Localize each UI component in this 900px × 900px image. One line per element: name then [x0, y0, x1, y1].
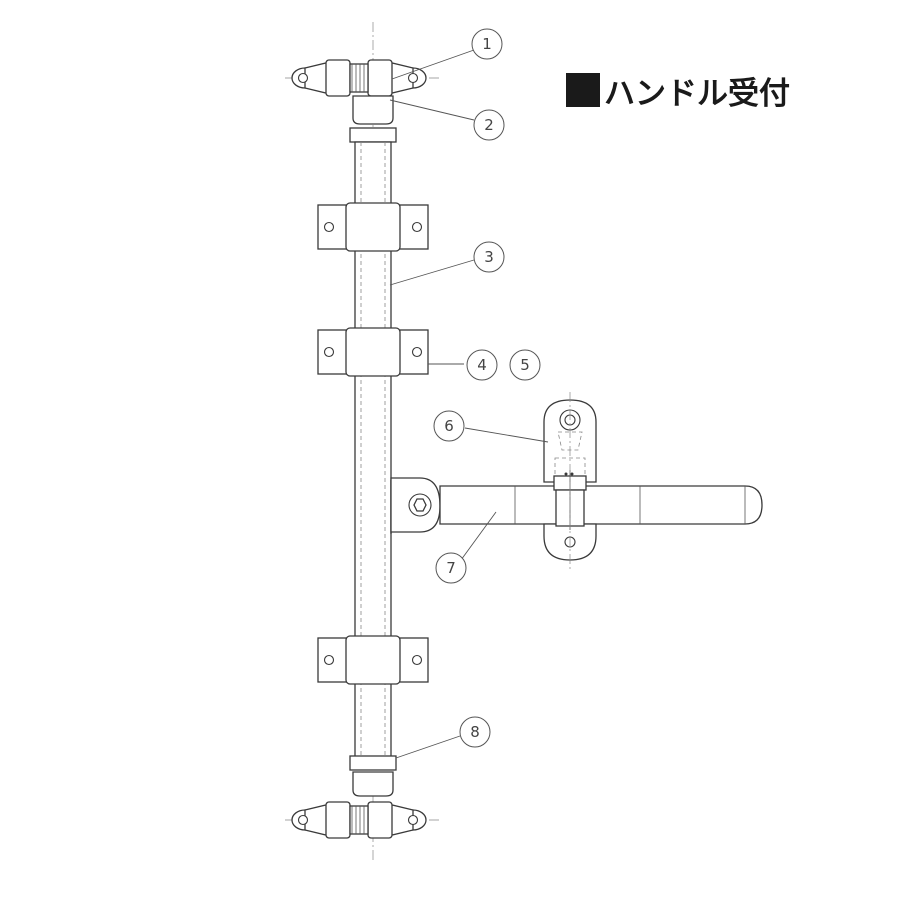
- diagram-title: ハンドル受付: [566, 68, 790, 112]
- callout-2: 2: [473, 109, 505, 141]
- svg-text:2: 2: [484, 116, 494, 134]
- callout-5: 5: [509, 349, 541, 381]
- handle-receiver: [543, 392, 597, 572]
- callout-1: 1: [471, 28, 503, 60]
- handle: [390, 477, 763, 534]
- leader-7: [460, 511, 497, 561]
- leader-6: [464, 427, 549, 443]
- svg-text:5: 5: [520, 356, 530, 374]
- square-bullet-icon: [566, 73, 600, 107]
- callout-7: 7: [435, 552, 467, 584]
- callout-4: 4: [466, 349, 498, 381]
- svg-text:3: 3: [484, 248, 494, 266]
- leader-2: [389, 99, 475, 121]
- svg-text:6: 6: [444, 417, 454, 435]
- callout-6: 6: [433, 410, 465, 442]
- callout-8: 8: [459, 716, 491, 748]
- leader-3: [389, 259, 475, 286]
- rod-guide-middle: [317, 327, 429, 377]
- bottom-rod-bracket: [291, 755, 427, 839]
- leader-1: [391, 49, 475, 80]
- svg-text:7: 7: [446, 559, 456, 577]
- svg-text:8: 8: [470, 723, 480, 741]
- top-rod-bracket: [291, 59, 427, 143]
- rod-guide-upper: [317, 202, 429, 252]
- diagram-title-text: ハンドル受付: [604, 75, 790, 112]
- svg-text:4: 4: [477, 356, 487, 374]
- callout-3: 3: [473, 241, 505, 273]
- rod-guide-lower: [317, 635, 429, 685]
- svg-text:1: 1: [482, 35, 492, 53]
- leader-8: [395, 735, 461, 759]
